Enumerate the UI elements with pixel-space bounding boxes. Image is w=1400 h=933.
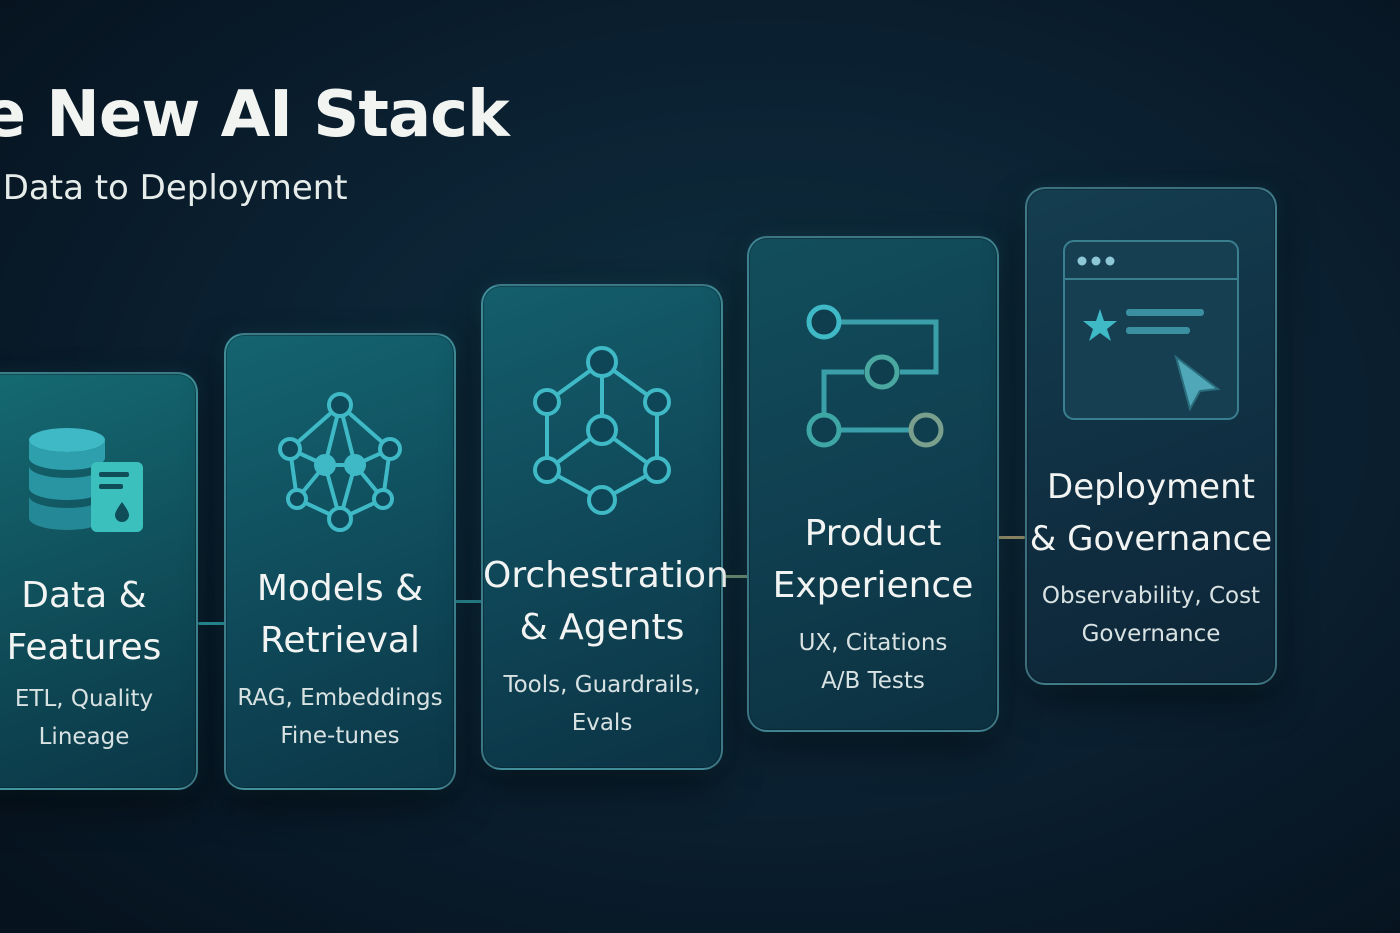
stage-title: Orchestration & Agents xyxy=(483,555,729,648)
neural-network-icon xyxy=(226,387,454,537)
stage-card-deployment-governance[interactable]: Deployment & Governance Observability, C… xyxy=(1025,187,1277,685)
stage-card-product-experience[interactable]: Product Experience UX, Citations A/B Tes… xyxy=(747,236,999,732)
database-document-icon xyxy=(0,426,196,536)
page-title: he New AI Stack xyxy=(0,78,510,152)
stage-subtitle: ETL, Quality Lineage xyxy=(14,686,154,750)
stage-subtitle: Observability, Cost Governance xyxy=(1041,583,1261,647)
stage-title: Deployment & Governance xyxy=(1029,467,1273,559)
stage-subtitle: UX, Citations A/B Tests xyxy=(798,630,948,694)
stage-subtitle: Tools, Guardrails, Evals xyxy=(503,672,701,736)
workflow-path-icon xyxy=(749,294,997,474)
stage-card-orchestration-agents[interactable]: Orchestration & Agents Tools, Guardrails… xyxy=(481,284,729,770)
connector-3-4 xyxy=(721,575,749,578)
connector-2-3 xyxy=(455,600,483,603)
stage-card-data-features[interactable]: Data & Features ETL, Quality Lineage xyxy=(0,372,198,790)
stage-subtitle: RAG, Embeddings Fine-tunes xyxy=(237,685,443,749)
page-subtitle: om Data to Deployment xyxy=(0,168,348,208)
stage-title: Product Experience xyxy=(772,513,974,606)
connector-1-2 xyxy=(198,622,226,625)
connector-4-5 xyxy=(997,536,1025,539)
node-graph-icon xyxy=(483,342,721,522)
stage-card-models-retrieval[interactable]: Models & Retrieval RAG, Embeddings Fine-… xyxy=(224,333,456,790)
stage-title: Data & Features xyxy=(6,575,162,668)
browser-window-cursor-icon xyxy=(1027,239,1275,421)
stage-title: Models & Retrieval xyxy=(256,568,424,661)
